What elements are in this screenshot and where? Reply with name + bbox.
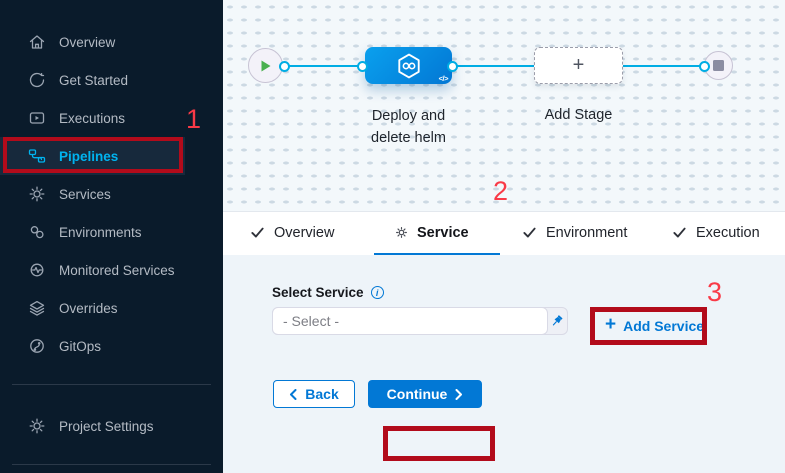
sidebar-item-project-settings[interactable]: Project Settings bbox=[0, 407, 223, 445]
sidebar-item-monitored-services[interactable]: Monitored Services bbox=[0, 251, 223, 289]
annotation-digit-step3: 3 bbox=[707, 277, 723, 307]
add-service-button[interactable]: + Add Service bbox=[605, 307, 704, 345]
wizard-buttons-row: Back Continue bbox=[273, 380, 482, 408]
plus-icon: + bbox=[605, 314, 617, 335]
sidebar-item-label: Executions bbox=[59, 110, 126, 126]
back-button[interactable]: Back bbox=[273, 380, 355, 408]
add-stage-button[interactable]: + bbox=[534, 47, 623, 84]
tab-label: Execution bbox=[696, 224, 760, 241]
stage-node-deploy[interactable]: </> bbox=[365, 47, 452, 84]
active-tab-underline bbox=[374, 253, 500, 256]
continue-button[interactable]: Continue bbox=[368, 380, 482, 408]
chevron-left-icon bbox=[290, 388, 297, 400]
stage-config-tabbar: Overview Service Environment Execution bbox=[223, 211, 785, 461]
pipeline-start-node[interactable] bbox=[248, 48, 283, 83]
sidebar-divider bbox=[12, 464, 211, 465]
home-icon bbox=[28, 33, 46, 51]
back-label: Back bbox=[305, 386, 339, 402]
gear-icon bbox=[28, 417, 46, 435]
pipeline-end-node[interactable] bbox=[704, 51, 733, 80]
main-panel: </> + Deploy and delete helm Add Stage 2… bbox=[223, 0, 785, 473]
executions-icon bbox=[28, 109, 46, 127]
overrides-layers-icon bbox=[28, 299, 46, 317]
tab-label: Overview bbox=[274, 224, 335, 241]
sidebar-item-label: Pipelines bbox=[59, 148, 119, 164]
tab-environment[interactable]: Environment bbox=[522, 212, 627, 253]
sidebar-item-services[interactable]: Services bbox=[0, 175, 223, 213]
connector-port bbox=[278, 60, 290, 72]
service-tab-content: Select Service i + Add Service 3 Back bbox=[223, 255, 785, 473]
pipelines-icon bbox=[28, 147, 46, 165]
sidebar-item-label: Overrides bbox=[59, 300, 118, 316]
play-icon bbox=[261, 60, 270, 71]
code-icon: </> bbox=[438, 74, 449, 83]
stage-name-label: Deploy and delete helm bbox=[371, 108, 446, 146]
connector-port bbox=[698, 60, 710, 72]
sidebar-item-executions[interactable]: Executions bbox=[0, 99, 223, 137]
annotation-digit-step2: 2 bbox=[493, 176, 509, 206]
continue-label: Continue bbox=[386, 386, 448, 402]
sidebar-item-environments[interactable]: Environments bbox=[0, 213, 223, 251]
sidebar-item-gitops[interactable]: GitOps bbox=[0, 327, 223, 365]
cd-hexagon-icon bbox=[397, 53, 420, 78]
gear-icon bbox=[395, 226, 408, 239]
plus-icon: + bbox=[572, 54, 585, 76]
sidebar-item-label: Monitored Services bbox=[59, 262, 175, 278]
sidebar-item-label: Get Started bbox=[59, 72, 129, 88]
get-started-icon bbox=[28, 71, 46, 89]
add-service-label: Add Service bbox=[623, 318, 705, 334]
check-icon bbox=[250, 225, 265, 240]
check-icon bbox=[522, 225, 537, 240]
connector-port bbox=[446, 60, 458, 72]
select-service-label: Select Service bbox=[272, 285, 364, 300]
sidebar-nav: Overview Get Started Executions Pipeline… bbox=[0, 0, 223, 473]
sidebar-divider bbox=[12, 384, 211, 385]
tab-service[interactable]: Service bbox=[395, 212, 469, 253]
sidebar-item-label: Project Settings bbox=[59, 418, 154, 434]
tab-execution[interactable]: Execution bbox=[672, 212, 760, 253]
stop-icon bbox=[713, 60, 724, 71]
sidebar-item-overview[interactable]: Overview bbox=[0, 23, 223, 61]
sidebar-item-label: Environments bbox=[59, 224, 142, 240]
gitops-icon bbox=[28, 337, 46, 355]
pin-icon[interactable] bbox=[546, 308, 567, 334]
sidebar-item-label: Overview bbox=[59, 34, 116, 50]
info-icon[interactable]: i bbox=[370, 286, 384, 299]
sidebar-item-pipelines[interactable]: Pipelines bbox=[0, 137, 185, 175]
select-service-label-row: Select Service i bbox=[272, 285, 384, 300]
tab-overview[interactable]: Overview bbox=[250, 212, 334, 253]
sidebar-item-label: Services bbox=[59, 186, 111, 202]
tab-label: Service bbox=[417, 224, 469, 241]
service-select-wrap bbox=[272, 307, 568, 335]
environments-icon bbox=[28, 223, 46, 241]
tab-label: Environment bbox=[546, 224, 628, 241]
check-icon bbox=[672, 225, 687, 240]
services-gear-icon bbox=[28, 185, 46, 203]
add-stage-label: Add Stage bbox=[544, 107, 613, 123]
pipeline-canvas[interactable]: </> + Deploy and delete helm Add Stage 2 bbox=[223, 0, 785, 211]
sidebar-item-overrides[interactable]: Overrides bbox=[0, 289, 223, 327]
sidebar-item-get-started[interactable]: Get Started bbox=[0, 61, 223, 99]
pipeline-connector-line bbox=[284, 64, 704, 67]
connector-port bbox=[356, 60, 368, 72]
sidebar-item-label: GitOps bbox=[59, 338, 102, 354]
service-select-dropdown[interactable] bbox=[272, 307, 548, 335]
monitored-services-icon bbox=[28, 261, 46, 279]
chevron-right-icon bbox=[455, 388, 463, 400]
